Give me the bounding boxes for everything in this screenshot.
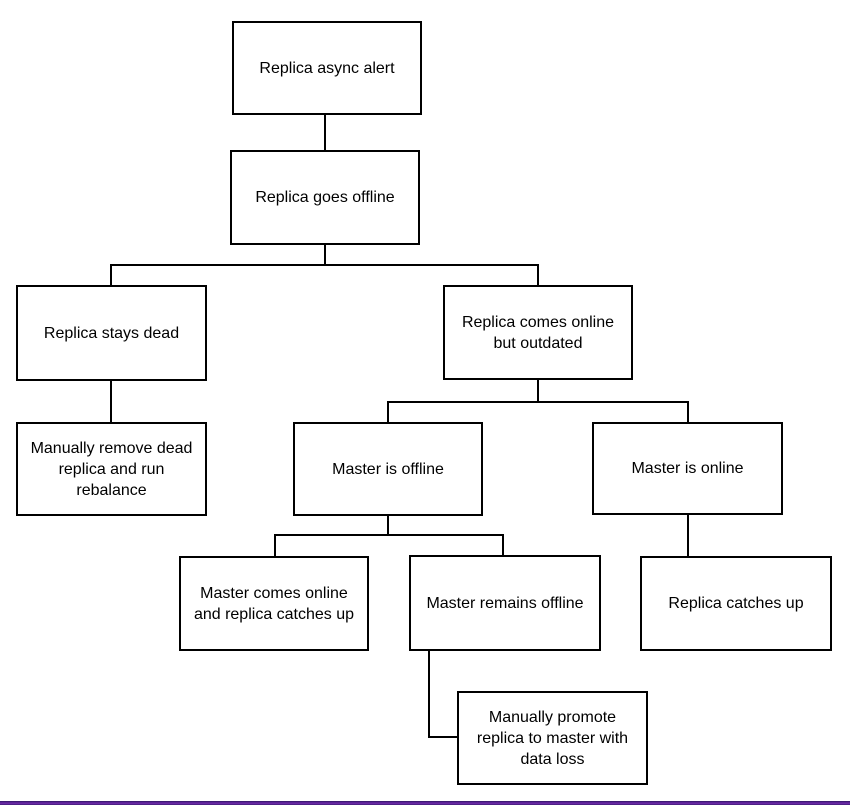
connector-to-master-remains-offline [502,534,504,555]
connector-master-offline-branch-bar [274,534,504,536]
node-label: Replica goes offline [255,189,395,206]
connector-master-offline-stem [387,516,389,536]
connector-to-replica-comes-online [537,264,539,285]
connector-alert-to-goes-offline [324,115,326,150]
connector-goes-offline-stem [324,245,326,266]
node-master-is-online: Master is online [592,422,783,515]
node-label: Replica comes online but outdated [461,313,615,352]
connector-to-master-is-online [687,401,689,422]
connector-to-master-is-offline [387,401,389,422]
connector-goes-offline-branch-bar [110,264,539,266]
node-label: Replica catches up [668,595,804,612]
connector-to-manually-promote [428,736,457,738]
node-label: Replica stays dead [43,324,180,342]
node-master-is-offline: Master is offline [293,422,483,516]
connector-to-master-comes-online [274,534,276,556]
connector-to-replica-stays-dead [110,264,112,285]
node-label: Replica async alert [259,59,395,77]
node-replica-catches-up: Replica catches up [640,556,832,651]
connector-comes-online-stem [537,380,539,402]
connector-stays-dead-to-manually-remove [110,381,112,422]
node-label: Master is offline [332,460,444,478]
node-manually-promote-replica: Manually promote replica to master with … [457,691,648,785]
node-master-comes-online: Master comes online and replica catches … [179,556,369,651]
node-replica-async-alert: Replica async alert [232,21,422,115]
node-master-remains-offline: Master remains offline [409,555,601,651]
bottom-accent-bar [0,801,850,805]
node-label: Manually remove dead replica and run reb… [30,439,193,499]
node-manually-remove-dead-replica: Manually remove dead replica and run reb… [16,422,207,516]
node-label: Master is online [631,460,744,477]
node-label: Master remains offline [426,594,584,612]
node-replica-comes-online-but-outdated: Replica comes online but outdated [443,285,633,380]
node-label: Manually promote replica to master with … [476,708,629,768]
node-replica-stays-dead: Replica stays dead [16,285,207,381]
connector-comes-online-branch-bar [387,401,689,403]
connector-master-online-to-catches-up [687,515,689,556]
node-label: Master comes online and replica catches … [193,584,355,623]
connector-remains-offline-stem [428,651,430,738]
node-replica-goes-offline: Replica goes offline [230,150,420,245]
